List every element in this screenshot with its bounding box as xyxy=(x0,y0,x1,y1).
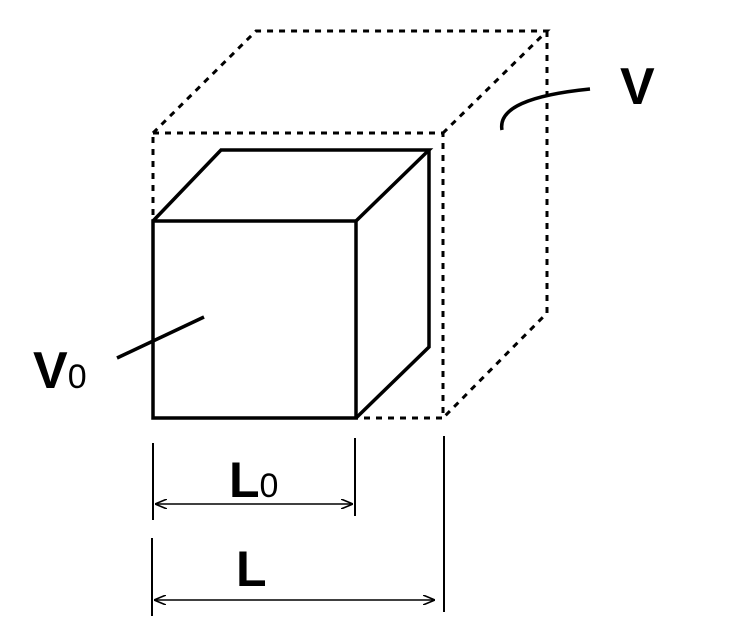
expanded-cube-side-face xyxy=(441,31,549,420)
expanded-cube xyxy=(151,29,551,420)
label-v0-main: V xyxy=(33,342,68,400)
label-l0: L0 xyxy=(229,452,278,508)
expanded-cube-top-face xyxy=(151,29,551,135)
dimension-extension-lines xyxy=(151,436,445,616)
v-leader-line xyxy=(500,87,591,131)
label-l0-subscript: 0 xyxy=(260,467,279,505)
original-cube-side-face xyxy=(354,150,431,420)
original-cube-top-face xyxy=(151,148,434,223)
v0-leader-line xyxy=(116,315,205,360)
label-l: L xyxy=(236,541,267,597)
label-l0-main: L xyxy=(229,452,260,508)
label-v0-subscript: 0 xyxy=(68,358,87,396)
label-v: V xyxy=(620,58,655,116)
original-cube xyxy=(151,148,434,420)
label-v0: V0 xyxy=(33,342,87,400)
original-cube-front-face xyxy=(151,219,358,420)
